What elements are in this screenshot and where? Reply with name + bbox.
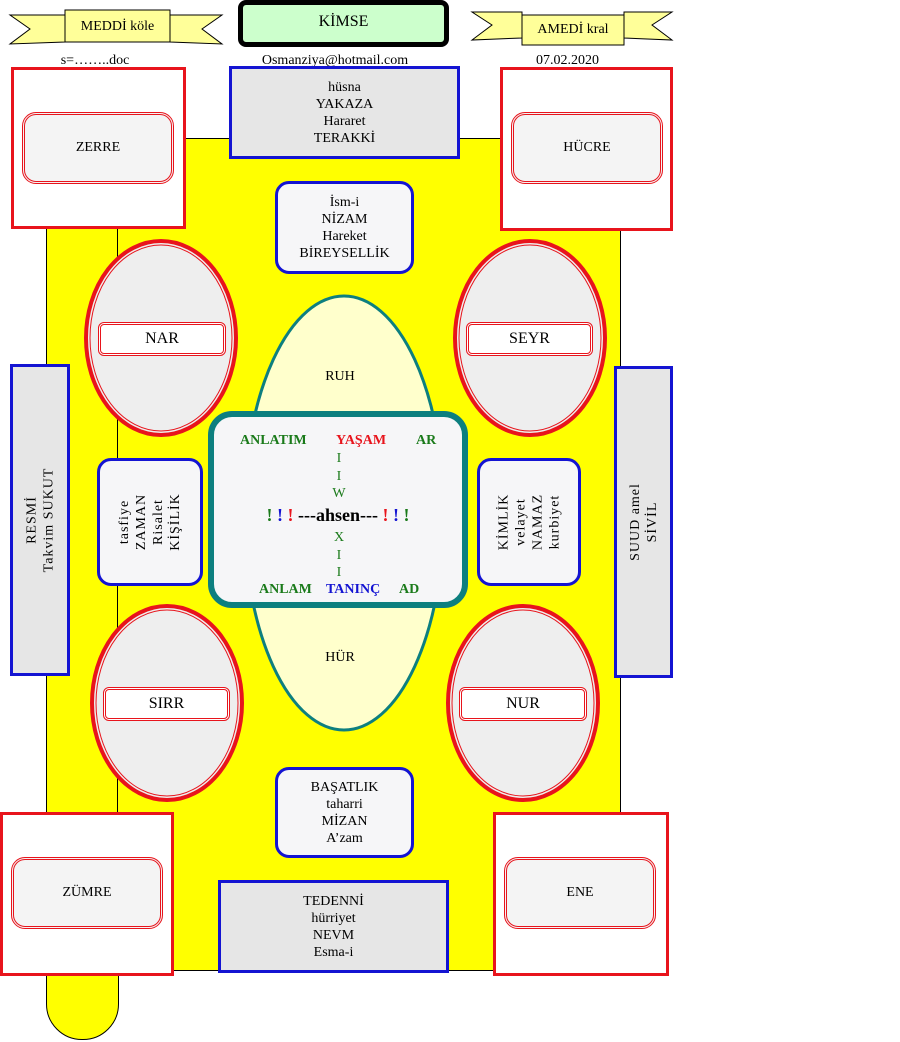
ad-text: AD (399, 582, 420, 597)
lower-inner-box: BAŞATLIK taharri MİZAN A’zam (275, 767, 414, 858)
ruh-label: RUH (325, 369, 355, 384)
nur-label: NUR (459, 687, 587, 721)
bottom-box-line: NEVM (312, 927, 355, 943)
left-side-line: KİŞİLİK (167, 493, 183, 551)
bang: ! (287, 505, 294, 525)
anlam-text: ANLAM (259, 582, 312, 597)
taninc-text: TANINÇ (326, 582, 381, 597)
bang: ! (277, 505, 283, 525)
letter: I (336, 451, 342, 466)
ene-box: ENE (504, 857, 656, 929)
right-banner-label: AMEDİ kral (537, 22, 609, 37)
left-bar-text: RESMİ Takvim SUKUT (23, 468, 57, 573)
sirr-label: SIRR (103, 687, 230, 721)
filename-text: s=……..doc (60, 53, 130, 68)
left-side-line: ZAMAN (133, 493, 149, 551)
right-side-line: velayet (512, 498, 528, 546)
yasam-text: YAŞAM (336, 433, 387, 448)
left-bar-line: RESMİ (24, 496, 39, 544)
seyr-label: SEYR (466, 322, 593, 356)
zumre-box: ZÜMRE (11, 857, 163, 929)
letter: W (332, 486, 346, 501)
nar-label: NAR (98, 322, 226, 356)
lower-inner-line: MİZAN (321, 813, 368, 829)
right-side-line: kurbiyet (546, 494, 562, 550)
lower-inner-line: taharri (326, 796, 363, 812)
bang: ! (392, 505, 399, 525)
right-bar-line: SUUD amel (627, 483, 643, 561)
right-side-text: KİMLİK velayet NAMAZ kurbiyet (495, 494, 563, 551)
zerre-box: ZERRE (22, 112, 174, 184)
right-bar-text: SUUD amel SİVİL (627, 483, 661, 561)
left-side-box: tasfiye ZAMAN Risalet KİŞİLİK (97, 458, 203, 586)
bang: ! (382, 505, 389, 525)
bang: ! (266, 505, 273, 525)
bottom-box-line: Esma-i (313, 944, 354, 960)
top-box-line: Hararet (323, 113, 366, 129)
right-bar-line: SİVİL (644, 501, 660, 543)
right-side-line: KİMLİK (495, 493, 511, 551)
bottom-box: TEDENNİ hürriyet NEVM Esma-i (218, 880, 449, 973)
top-box-line: YAKAZA (315, 96, 374, 112)
letter: X (333, 530, 345, 545)
hucre-box: HÜCRE (511, 112, 663, 184)
letter: I (336, 468, 342, 484)
bottom-box-line: TEDENNİ (303, 893, 364, 909)
title-text: KİMSE (318, 13, 369, 30)
lower-letters: X I I (324, 529, 354, 582)
title-box: KİMSE (238, 0, 449, 47)
upper-inner-box: İsm-i NİZAM Hareket BİREYSELLİK (275, 181, 414, 274)
date-text: 07.02.2020 (536, 53, 599, 68)
right-side-line: NAMAZ (529, 493, 545, 551)
upper-inner-line: İsm-i (329, 194, 360, 210)
lower-inner-line: BAŞATLIK (310, 779, 379, 795)
email-text: Osmanziya@hotmail.com (261, 53, 409, 68)
left-banner-label: MEDDİ köle (80, 19, 155, 34)
hur-label: HÜR (325, 650, 355, 665)
upper-inner-line: Hareket (322, 228, 367, 244)
lower-inner-line: A’zam (326, 830, 363, 846)
top-box: hüsna YAKAZA Hararet TERAKKİ (229, 66, 460, 159)
ahsen-text: ---ahsen--- (298, 505, 378, 525)
upper-letters: I I W (324, 450, 354, 503)
right-bar: SUUD amel SİVİL (614, 366, 673, 678)
left-side-text: tasfiye ZAMAN Risalet KİŞİLİK (116, 493, 184, 551)
left-bar-line: Takvim SUKUT (41, 467, 56, 573)
letter: I (336, 547, 342, 563)
top-box-line: hüsna (328, 79, 361, 95)
top-box-line: TERAKKİ (313, 130, 376, 146)
upper-inner-line: BİREYSELLİK (299, 245, 390, 261)
bottom-box-line: hürriyet (311, 910, 356, 926)
left-side-line: tasfiye (116, 499, 132, 545)
ar-text: AR (416, 433, 437, 448)
left-ribbon-shape (8, 9, 224, 45)
letter: I (336, 565, 342, 580)
left-side-line: Risalet (150, 499, 166, 545)
ahsen-row: ! ! ! ---ahsen--- ! ! ! (214, 505, 462, 526)
bang: ! (403, 505, 410, 525)
upper-inner-line: NİZAM (321, 211, 368, 227)
right-side-box: KİMLİK velayet NAMAZ kurbiyet (477, 458, 581, 586)
center-box: ANLATIM YAŞAM AR I I W ! ! ! ---ahsen---… (208, 411, 468, 608)
anlatim-text: ANLATIM (240, 433, 307, 448)
left-bar: RESMİ Takvim SUKUT (10, 364, 70, 676)
right-ribbon-shape (470, 11, 674, 46)
